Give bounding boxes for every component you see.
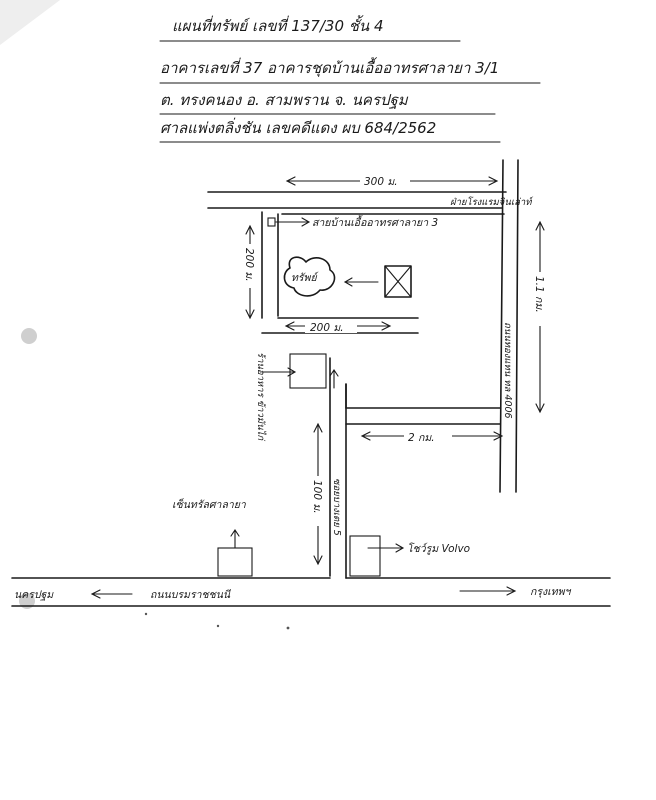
project-sign-icon [267, 217, 276, 227]
header-line-1: แผนที่ทรัพย์ เลขที่ 137/30 ชั้น 4 [172, 15, 384, 35]
arrow-right-icon [488, 176, 499, 186]
binder-hole-icon [21, 328, 37, 344]
project-label: สายบ้านเอื้ออาทรศาลายา 3 [312, 214, 438, 229]
road-right-main [515, 159, 519, 493]
road-name-top-right: ฝ่ายโรงแรมจินเล่าท์ [450, 196, 534, 208]
distance-label-left: 200 ม. [243, 248, 255, 282]
arrow-down-icon [535, 403, 545, 414]
building-icon [384, 265, 412, 298]
arrow-left-icon [285, 176, 296, 186]
arrow-up-icon [329, 369, 339, 389]
arrow-right-icon [395, 543, 405, 553]
arrow-up-icon [535, 220, 545, 231]
building-icon [384, 265, 412, 298]
landmark-left-label: เซ็นทรัลศาลายา [172, 498, 247, 511]
direction-right-label: กรุงเทพฯ [530, 586, 572, 598]
landmark-left-building-icon [217, 547, 253, 577]
scan-speck [144, 612, 148, 616]
shop-label: ร้านอาหาร ข้าวมันไก่ [255, 352, 267, 442]
binder-hole-icon [19, 593, 35, 609]
arrow-right-icon [301, 217, 311, 227]
scan-speck [216, 624, 220, 628]
landmark-right-building-icon [349, 535, 381, 577]
arrow-left-icon [360, 431, 371, 441]
arrow-right-icon [506, 586, 517, 596]
shop-building-icon [289, 353, 327, 389]
main-road-label: ถนนบรมราชชนนี [150, 589, 232, 601]
arrow-right-icon [381, 321, 392, 331]
distance-label-lower: 2 กม. [408, 432, 435, 444]
distance-label-top: 300 ม. [364, 176, 398, 188]
arrow-down-icon [313, 555, 323, 566]
header-line-2: อาคารเลขที่ 37 อาคารชุดบ้านเอื้ออาทรศาลา… [160, 57, 499, 77]
arrow-up-icon [313, 422, 323, 433]
arrow-up-icon [230, 529, 240, 549]
property-marker-icon [283, 256, 336, 297]
direction-left-label: นครปฐม [14, 589, 54, 601]
road-name-soi: ซอยบางเตย 5 [331, 478, 342, 536]
header-line-3: ต. ทรงคนอง อ. สามพราน จ. นครปฐม [160, 91, 409, 109]
road-name-right: ถนนทองแทน ทล 4006 [502, 322, 513, 419]
paper-fold-corner [0, 0, 60, 45]
distance-label-mid: 200 ม. [310, 322, 344, 334]
arrow-left-icon [90, 589, 101, 599]
arrow-down-icon [245, 309, 255, 320]
arrow-right-icon [287, 367, 297, 377]
arrow-left-icon [284, 321, 295, 331]
arrow-right-icon [493, 431, 504, 441]
distance-label-vertical: 100 ม. [311, 480, 323, 514]
distance-label-right: 1.1 กม. [533, 276, 545, 313]
landmark-right-label: โชว์รูม Volvo [407, 542, 470, 555]
header-line-4: ศาลแพ่งตลิ่งชัน เลขคดีแดง ผบ 684/2562 [160, 117, 436, 137]
property-label: ทรัพย์ [291, 271, 319, 284]
arrow-left-icon [343, 277, 353, 287]
arrow-up-icon [245, 224, 255, 235]
scan-speck [286, 626, 290, 630]
